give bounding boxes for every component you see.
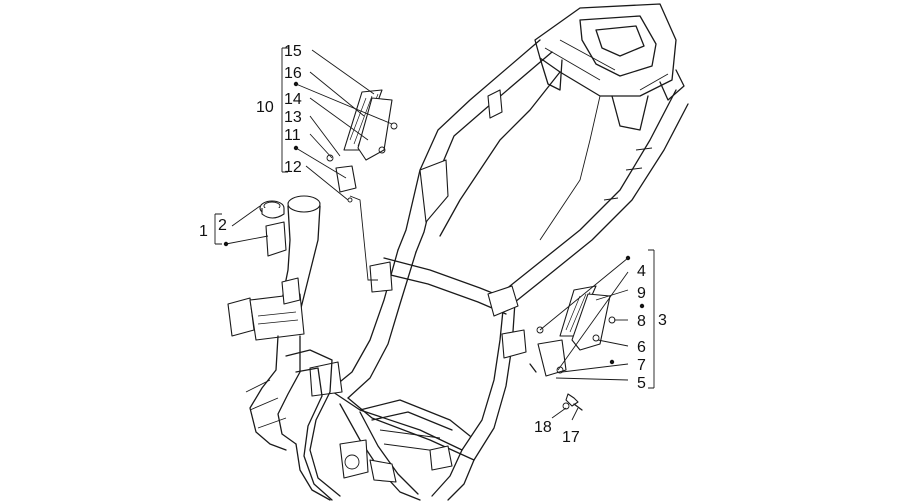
callout-15: 15 — [284, 43, 302, 60]
head-tube-assembly — [227, 195, 341, 501]
leader-lines — [214, 47, 655, 421]
callout-12: 12 — [284, 159, 302, 176]
callout-labels: 1 2 3 4 5 6 7 8 9 10 11 12 13 14 15 16 1… — [199, 43, 667, 446]
callout-11: 11 — [284, 127, 301, 144]
callout-8: 8 — [637, 313, 646, 330]
main-frame — [309, 3, 689, 501]
callout-9: 9 — [637, 285, 646, 302]
callout-13: 13 — [284, 109, 302, 126]
callout-18: 18 — [534, 419, 552, 436]
callout-17: 17 — [562, 429, 580, 446]
right-footrest-assembly — [529, 285, 616, 411]
callout-3: 3 — [658, 312, 667, 329]
callout-1: 1 — [199, 223, 208, 240]
callout-6: 6 — [637, 339, 646, 356]
callout-14: 14 — [284, 91, 302, 108]
left-footrest-assembly — [326, 89, 398, 281]
callout-4: 4 — [637, 263, 646, 280]
callout-7: 7 — [637, 357, 646, 374]
callout-16: 16 — [284, 65, 302, 82]
callout-5: 5 — [637, 375, 646, 392]
callout-10: 10 — [256, 99, 274, 116]
callout-2: 2 — [218, 217, 227, 234]
